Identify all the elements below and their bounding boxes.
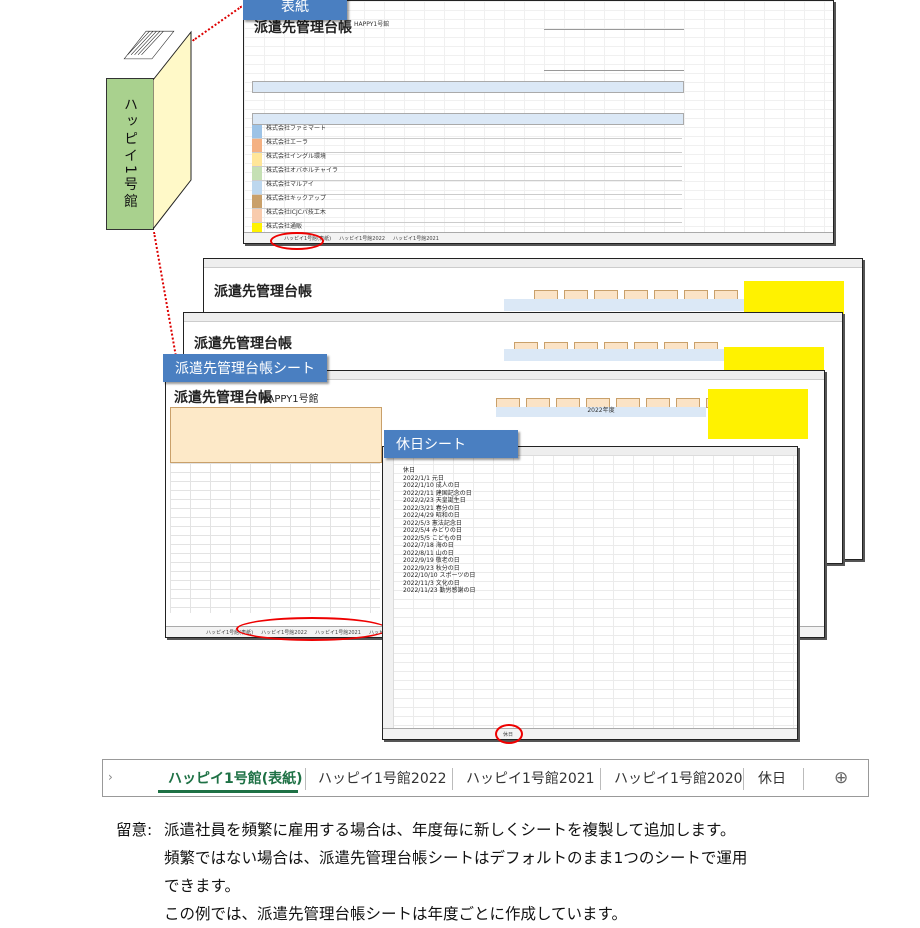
holiday-row: 2022/9/23 秋分の日 <box>403 564 460 572</box>
holiday-row: 2022/2/23 天皇誕生日 <box>403 497 466 504</box>
ledger-year-header: 2022年度 <box>496 407 706 417</box>
holiday-row: 2022/5/4 みどりの日 <box>403 527 462 534</box>
tab-2022[interactable]: ハッピイ1号館2022 <box>318 771 447 787</box>
holiday-row: 2022/3/21 春分の日 <box>403 504 460 512</box>
cover-sheet-screenshot: 派遣先管理台帳 HAPPY1号館 株式会社ファミマート 株式会社エーラ 株式会社… <box>243 0 834 244</box>
tab-cover[interactable]: ハッピイ1号館(表紙) <box>168 771 303 787</box>
cover-list-row: 株式会社マルアイ <box>252 181 682 195</box>
note-line-3: できます。 <box>164 877 240 895</box>
holiday-row: 2022/11/23 勤労感謝の日 <box>403 587 476 594</box>
callout-ledger: 派遣先管理台帳シート <box>163 354 327 382</box>
holiday-row: 2022/7/18 海の日 <box>403 542 454 549</box>
note-line-2: 頻繁ではない場合は、派遣先管理台帳シートはデフォルトのまま1つのシートで運用 <box>164 849 748 867</box>
cover-list-row: 株式会社エーラ <box>252 139 682 153</box>
tab-2021[interactable]: ハッピイ1号館2021 <box>466 771 595 787</box>
binder-label: ハッピイ1号館 <box>122 97 138 211</box>
holiday-row: 2022/5/3 憲法記念日 <box>403 519 462 527</box>
ledger-subtitle: HAPPY1号館 <box>260 394 319 405</box>
scroll-left-arrow-icon[interactable]: › <box>108 770 113 784</box>
connector-to-ledger <box>153 232 180 371</box>
active-tab-indicator <box>158 790 298 793</box>
cover-list: 株式会社ファミマート 株式会社エーラ 株式会社イングル環境 株式会社オバホルチャ… <box>252 125 682 237</box>
cover-subtitle: HAPPY1号館 <box>354 21 390 28</box>
holiday-sheet-tabs: 休日 <box>383 728 797 739</box>
cover-list-header <box>252 113 684 125</box>
add-sheet-icon[interactable]: ⊕ <box>834 768 849 788</box>
holiday-row: 2022/1/1 元日 <box>403 474 444 482</box>
holiday-row: 2022/4/29 昭和の日 <box>403 512 460 519</box>
holiday-sheet-screenshot: 休日 2022/1/1 元日 2022/1/10 成人の日 2022/2/11 … <box>382 446 798 740</box>
holiday-row: 2022/2/11 建国記念の日 <box>403 489 472 497</box>
holiday-row: 2022/5/5 こどもの日 <box>403 534 462 542</box>
holiday-row: 2022/9/19 敬老の日 <box>403 557 460 564</box>
ledger-data-grid <box>170 463 380 613</box>
binder-side-panel <box>153 30 192 230</box>
note-line-4: この例では、派遣先管理台帳シートは年度ごとに作成しています。 <box>164 905 627 923</box>
tab-2020[interactable]: ハッピイ1号館2020 <box>614 771 743 787</box>
holiday-row: 2022/8/11 山の日 <box>403 549 454 557</box>
note-prefix: 留意: <box>116 821 153 839</box>
cover-header-row <box>252 81 684 93</box>
cover-list-row: 株式会社キックアップ <box>252 195 682 209</box>
ledger-title: 派遣先管理台帳 <box>174 390 272 406</box>
binder-pages-illustration <box>123 30 175 60</box>
cover-list-row: 株式会社ICJCパ技工木 <box>252 209 682 223</box>
cover-info-block <box>544 29 684 71</box>
callout-cover: 表紙 <box>243 0 347 20</box>
holiday-row: 2022/11/3 文化の日 <box>403 579 460 587</box>
cover-title: 派遣先管理台帳 <box>254 20 352 36</box>
ledger-back-title: 派遣先管理台帳 <box>214 284 312 300</box>
cover-list-row: 株式会社ファミマート <box>252 125 682 139</box>
holiday-tab-highlight <box>495 724 523 744</box>
cover-list-row: 株式会社オバホルチャイラ <box>252 167 682 181</box>
cover-tab-highlight <box>270 232 324 250</box>
holiday-list: 休日 2022/1/1 元日 2022/1/10 成人の日 2022/2/11 … <box>403 467 476 595</box>
cover-list-row: 株式会社イングル環境 <box>252 153 682 167</box>
ledger-tabs-highlight <box>236 617 388 641</box>
ledger-tab: ハッピイ1号館(表紙) <box>206 629 254 636</box>
connector-to-cover <box>192 5 243 42</box>
binder-spine: ハッピイ1号館 <box>106 78 154 230</box>
holiday-row: 2022/1/10 成人の日 <box>403 482 460 489</box>
tab-holiday[interactable]: 休日 <box>758 771 786 787</box>
callout-holiday: 休日シート <box>384 430 518 458</box>
ledger-yellow-panel <box>708 389 808 439</box>
holiday-row: 2022/10/10 スポーツの日 <box>403 572 476 579</box>
holiday-header: 休日 <box>403 467 416 474</box>
note-line-1: 派遣社員を頻繁に雇用する場合は、年度毎に新しくシートを複製して追加します。 <box>164 821 736 839</box>
ledger-mid-title: 派遣先管理台帳 <box>194 336 292 352</box>
ledger-header-block <box>170 407 382 463</box>
